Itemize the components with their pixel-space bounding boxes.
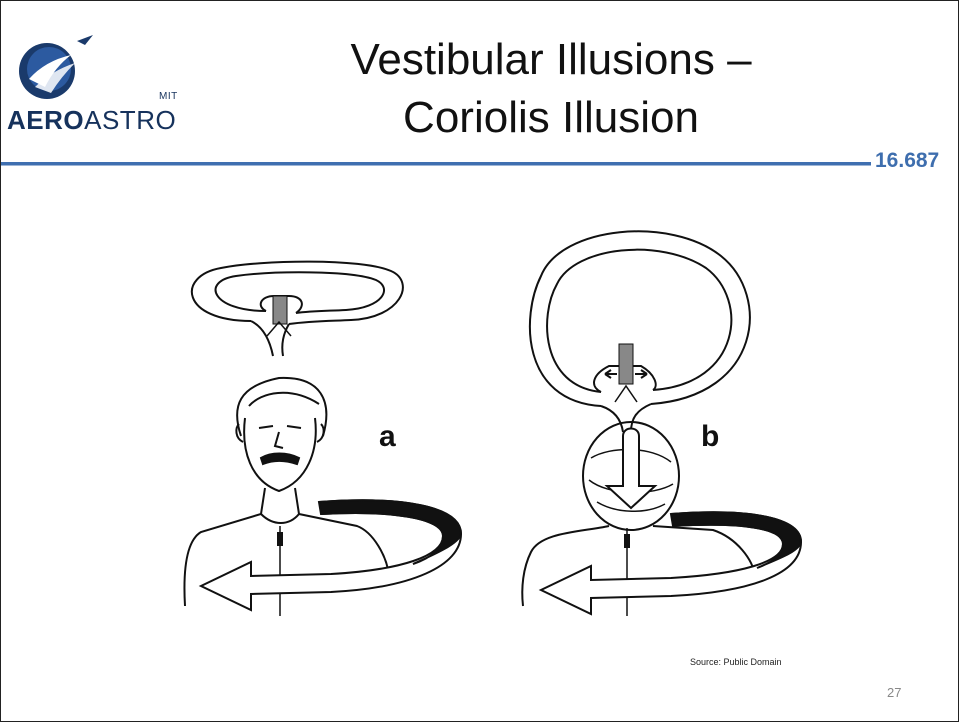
panel-a: a xyxy=(184,262,461,616)
title-line-2: Coriolis Illusion xyxy=(251,89,851,147)
cupula-b xyxy=(619,344,633,384)
cupula-a xyxy=(273,296,287,324)
aeroastro-wordmark: AEROASTRO xyxy=(7,105,176,136)
course-number: 16.687 xyxy=(875,149,939,173)
title-line-1: Vestibular Illusions – xyxy=(251,31,851,89)
wordmark-aero: AERO xyxy=(7,105,84,135)
head-a xyxy=(236,378,326,491)
rotation-arrow-a xyxy=(201,500,461,610)
source-caption: Source: Public Domain xyxy=(690,657,782,667)
label-a: a xyxy=(379,420,396,453)
slide-title: Vestibular Illusions – Coriolis Illusion xyxy=(251,31,851,147)
aeroastro-swoosh-icon xyxy=(15,31,105,111)
page-number: 27 xyxy=(887,685,901,700)
header-divider-shadow xyxy=(1,165,871,166)
canal-b xyxy=(530,231,750,432)
canal-a xyxy=(192,262,403,356)
wordmark-astro: ASTRO xyxy=(84,105,176,135)
torso-b xyxy=(522,526,755,616)
coriolis-illustration: a xyxy=(161,196,821,636)
mit-label: MIT xyxy=(159,91,178,102)
label-b: b xyxy=(701,420,719,453)
panel-b: b xyxy=(522,231,801,616)
head-b-tilted xyxy=(583,422,679,530)
